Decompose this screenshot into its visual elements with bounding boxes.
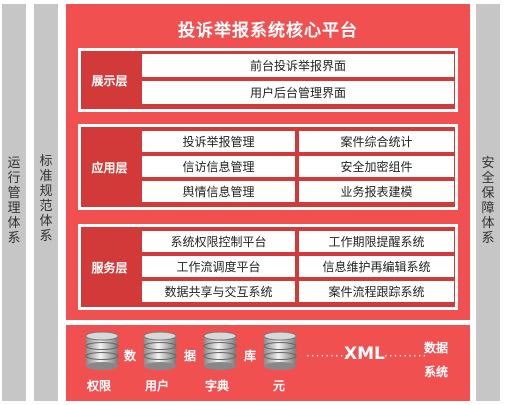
dotted-connector: ········· xyxy=(306,349,350,363)
database-icon xyxy=(85,331,119,370)
app-item: 业务报表建模 xyxy=(299,181,454,202)
service-item: 工作期限提醒系统 xyxy=(299,231,454,252)
service-item: 案件流程跟踪系统 xyxy=(299,281,454,302)
app-item: 安全加密组件 xyxy=(299,156,454,177)
service-layer-label: 服务层 xyxy=(91,260,128,275)
service-item: 信息维护再编辑系统 xyxy=(299,256,454,277)
application-layer-label: 应用层 xyxy=(91,160,128,175)
display-item: 前台投诉举报界面 xyxy=(142,54,454,77)
db-label: 权限 xyxy=(87,379,112,393)
service-item: 系统权限控制平台 xyxy=(142,231,295,252)
app-item: 舆情信息管理 xyxy=(142,181,295,202)
operations-management-column: 运行管理体系 xyxy=(2,4,26,401)
database-icon xyxy=(143,331,177,370)
database-strip: 权限 用户 字典 元 数 据 库 ········· XML ·········… xyxy=(66,325,470,401)
app-item: 信访信息管理 xyxy=(142,156,295,177)
core-platform: 投诉举报系统核心平台 展示层 前台投诉举报界面 用户后台管理界面 应用层 投诉举… xyxy=(66,4,470,320)
dotted-connector: ········· xyxy=(384,349,428,363)
db-label: 用户 xyxy=(145,379,170,393)
display-layer-label: 展示层 xyxy=(91,73,128,88)
display-item: 用户后台管理界面 xyxy=(142,81,454,104)
display-layer: 展示层 前台投诉举报界面 用户后台管理界面 xyxy=(78,48,458,112)
operations-management-label: 运行管理体系 xyxy=(7,156,21,246)
service-item: 数据共享与交互系统 xyxy=(142,281,295,302)
database-icon xyxy=(263,331,297,370)
platform-title: 投诉举报系统核心平台 xyxy=(178,21,358,41)
connector-char: 数 xyxy=(124,349,137,363)
connector-char: 库 xyxy=(244,349,257,363)
app-item: 投诉举报管理 xyxy=(142,131,295,152)
database-icon xyxy=(203,331,237,370)
service-layer: 服务层 系统权限控制平台 工作流调度平台 数据共享与交互系统 工作期限提醒系统 … xyxy=(78,224,458,310)
standards-label: 标准规范体系 xyxy=(39,154,53,244)
standards-column: 标准规范体系 xyxy=(34,4,58,401)
xml-label: XML xyxy=(344,344,385,364)
security-column: 安全保障体系 xyxy=(476,4,500,401)
data-system-label: 数据 xyxy=(424,341,449,355)
application-layer: 应用层 投诉举报管理 信访信息管理 舆情信息管理 案件综合统计 安全加密组件 业… xyxy=(78,124,458,210)
security-label: 安全保障体系 xyxy=(481,156,495,246)
service-item: 工作流调度平台 xyxy=(142,256,295,277)
connector-char: 据 xyxy=(184,349,197,363)
db-label: 元 xyxy=(273,379,286,393)
db-label: 字典 xyxy=(205,379,230,393)
app-item: 案件综合统计 xyxy=(299,131,454,152)
data-system-label: 系统 xyxy=(424,365,449,379)
